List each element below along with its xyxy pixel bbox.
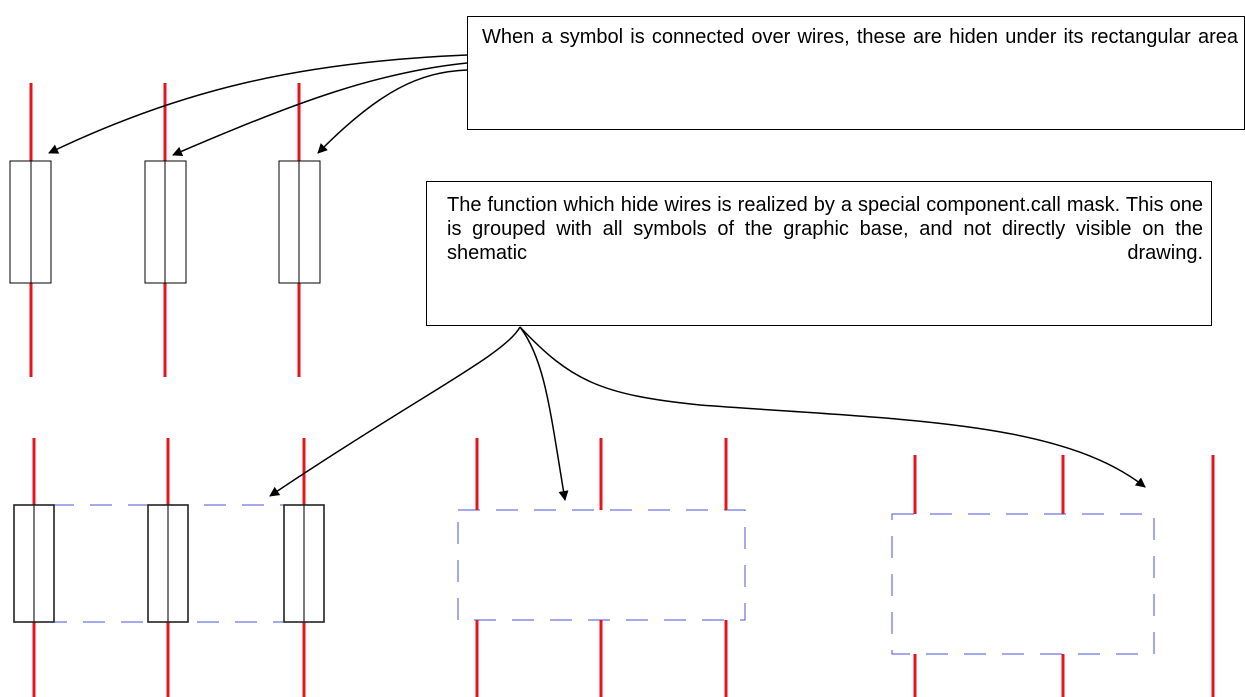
arrow-connector (317, 69, 468, 154)
arrow-connector (48, 54, 468, 154)
callout-text: When a symbol is connected over wires, t… (482, 26, 1238, 48)
top-callout-arrows (48, 54, 468, 157)
arrow-connector (172, 62, 468, 157)
callout-wires-hidden: When a symbol is connected over wires, t… (467, 16, 1245, 130)
bottom-group-symbols-with-mask (13, 438, 325, 697)
arrow-connector (519, 326, 569, 501)
arrow-connector (269, 326, 521, 497)
middle-callout-arrows (269, 326, 1146, 501)
top-row-symbols (9, 83, 321, 377)
mask-outline (457, 509, 746, 621)
mask-outline (891, 513, 1155, 655)
callout-mask-component: The function which hide wires is realize… (426, 181, 1212, 326)
arrow-connector (519, 326, 1146, 488)
bottom-group-mask-right (891, 455, 1215, 697)
callout-text: The function which hide wires is realize… (447, 194, 1203, 264)
bottom-group-mask-middle (457, 438, 746, 697)
